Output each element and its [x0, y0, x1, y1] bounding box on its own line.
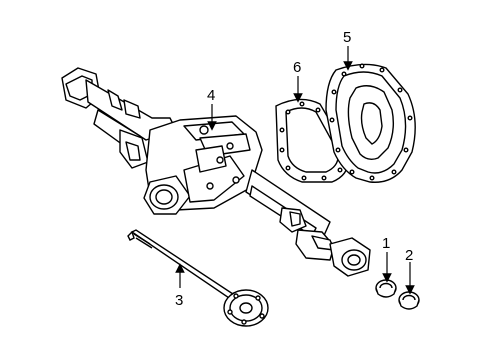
axle-shaft — [127, 229, 269, 327]
bearing — [375, 279, 397, 298]
callout-6: 6 — [293, 59, 301, 76]
leader-lines — [175, 46, 415, 295]
callouts: 1 2 3 4 5 6 — [175, 29, 413, 309]
callout-4: 4 — [207, 87, 215, 104]
callout-5: 5 — [343, 29, 351, 46]
differential-cover — [325, 63, 416, 183]
axle-housing — [61, 67, 371, 277]
callout-1: 1 — [382, 235, 390, 252]
seal — [398, 291, 420, 310]
gasket — [275, 98, 350, 183]
callout-3: 3 — [175, 292, 183, 309]
callout-2: 2 — [405, 247, 413, 264]
